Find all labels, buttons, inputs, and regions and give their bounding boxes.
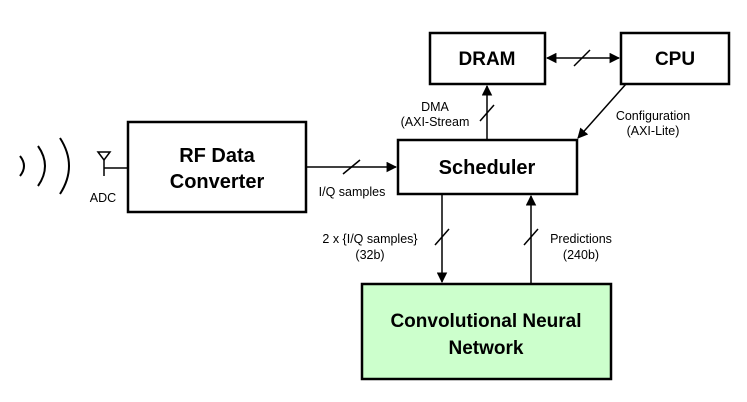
scheduler-label: Scheduler bbox=[439, 157, 536, 179]
bus-slash-dram-cpu bbox=[573, 49, 591, 67]
adc-label: ADC bbox=[90, 191, 116, 205]
to-cnn-label-line1: 2 x {I/Q samples} bbox=[322, 232, 417, 246]
bus-slash-to-cnn bbox=[434, 228, 450, 246]
cnn-label-line2: Network bbox=[449, 338, 524, 359]
predictions-label-line1: Predictions bbox=[550, 232, 612, 246]
config-label-line2: (AXI-Lite) bbox=[627, 124, 680, 138]
arrow-cpu-to-scheduler bbox=[577, 83, 627, 139]
cnn-label-line1: Convolutional Neural bbox=[390, 311, 581, 332]
radio-waves-icon bbox=[19, 137, 70, 195]
cnn-block bbox=[360, 282, 613, 381]
antenna-icon bbox=[96, 151, 128, 176]
predictions-label-line2: (240b) bbox=[563, 248, 599, 262]
scheduler-block bbox=[396, 138, 579, 196]
rf-block-label-line2: Converter bbox=[170, 171, 265, 193]
dram-label: DRAM bbox=[459, 49, 516, 70]
config-label-line1: Configuration bbox=[616, 109, 690, 123]
cpu-label: CPU bbox=[655, 49, 695, 70]
dma-label-line2: (AXI-Stream bbox=[401, 115, 470, 129]
dram-block bbox=[428, 31, 547, 86]
iq-samples-label: I/Q samples bbox=[319, 185, 386, 199]
bus-slash-rf-scheduler bbox=[342, 159, 361, 175]
bus-slash-dma bbox=[479, 104, 495, 122]
rf-block-label-line1: RF Data bbox=[179, 145, 255, 167]
rf-data-converter-block bbox=[126, 120, 308, 214]
cpu-block bbox=[619, 31, 731, 86]
to-cnn-label-line2: (32b) bbox=[355, 248, 384, 262]
bus-slash-predictions bbox=[523, 228, 539, 246]
dma-label-line1: DMA bbox=[421, 100, 449, 114]
